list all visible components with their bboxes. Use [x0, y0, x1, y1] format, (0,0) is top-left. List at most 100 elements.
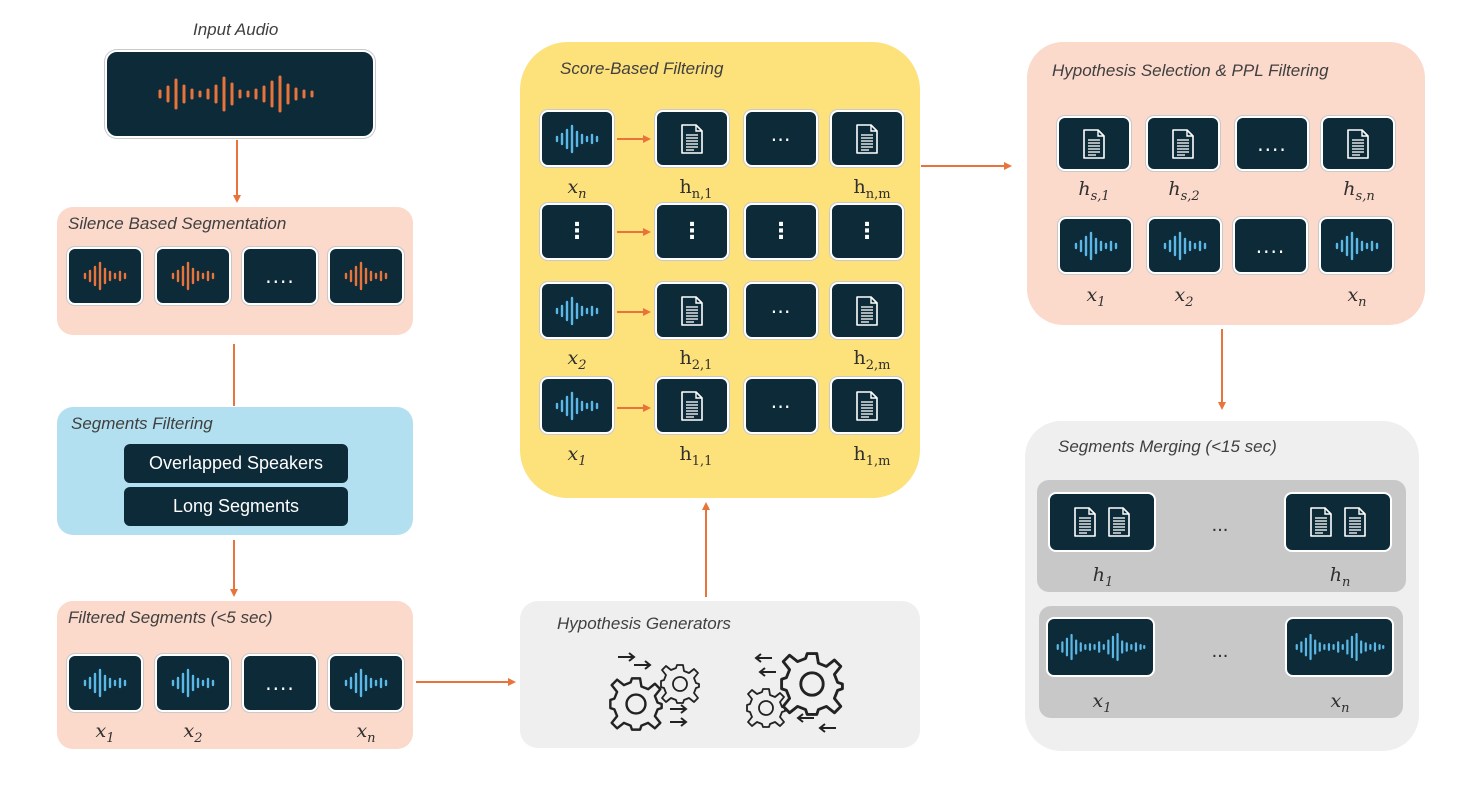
waveform-icon	[155, 74, 325, 114]
filter-long-segments: Long Segments	[124, 487, 348, 526]
input-audio-title: Input Audio	[193, 20, 279, 39]
merged-audio-tile	[1046, 617, 1155, 677]
document-icon	[855, 124, 879, 154]
waveform-icon	[1162, 231, 1208, 261]
selected-hypothesis-tile	[1057, 116, 1131, 171]
vertical-ellipsis-tile: ⋮	[744, 203, 818, 260]
ellipsis-icon: ....	[265, 264, 295, 288]
audio-label: x2	[1174, 284, 1194, 310]
ellipsis-icon: ...	[1211, 640, 1229, 662]
ellipsis-icon: ....	[1257, 131, 1287, 156]
filtered-segment-tile	[67, 654, 143, 712]
hypothesis-label: hn,1	[679, 176, 713, 202]
audio-tile-xn	[540, 110, 614, 167]
hypothesis-tile	[655, 110, 729, 167]
hypothesis-label: h2,m	[853, 347, 891, 373]
input-audio-waveform	[105, 50, 375, 138]
selected-audio-tile	[1319, 217, 1394, 274]
hypothesis-gap-tile: ⋯	[744, 282, 818, 339]
waveform-icon	[82, 261, 128, 291]
waveform-icon	[170, 668, 216, 698]
ellipsis-icon: ...	[1211, 514, 1229, 536]
filtered-gap-tile: ....	[242, 654, 318, 712]
hypothesis-tile	[830, 110, 904, 167]
vertical-ellipsis-icon: ⋮	[681, 218, 703, 244]
selected-hypothesis-tile	[1321, 116, 1395, 171]
waveform-icon	[343, 261, 389, 291]
hypothesis-tile	[655, 282, 729, 339]
ellipsis-icon: ⋯	[770, 393, 792, 418]
segment-label: x2	[183, 720, 203, 746]
ellipsis-icon: ⋯	[770, 298, 792, 323]
hypothesis-label: h1	[1092, 564, 1114, 590]
audio-label: x1	[1092, 690, 1112, 716]
segments-filtering-title: Segments Filtering	[71, 414, 213, 433]
hypothesis-tile	[830, 377, 904, 434]
vertical-ellipsis-tile: ⋮	[540, 203, 614, 260]
audio-tile-x1	[540, 377, 614, 434]
segment-tile	[67, 247, 143, 305]
document-icon	[1309, 507, 1333, 537]
hypothesis-label: hs,2	[1168, 178, 1200, 204]
hypothesis-selection-title: Hypothesis Selection & PPL Filtering	[1052, 61, 1329, 80]
document-icon	[1343, 507, 1367, 537]
waveform-icon	[554, 391, 600, 421]
filtered-segments-title: Filtered Segments (<5 sec)	[68, 608, 273, 627]
segment-tile	[328, 247, 404, 305]
hypothesis-label: h1,1	[679, 443, 713, 469]
document-icon	[680, 124, 704, 154]
document-icon	[1107, 507, 1131, 537]
document-icon	[680, 296, 704, 326]
hypothesis-gap-tile: ⋯	[744, 377, 818, 434]
merged-hypothesis-tile	[1284, 492, 1392, 552]
hypothesis-selection-panel	[1027, 42, 1425, 325]
hypothesis-gap-tile: ⋯	[744, 110, 818, 167]
filter-overlapped-speakers: Overlapped Speakers	[124, 444, 348, 483]
document-icon	[1082, 129, 1106, 159]
gears-arrows-out-icon	[746, 652, 844, 733]
filtered-segment-tile	[155, 654, 231, 712]
audio-label: xn	[567, 176, 587, 202]
waveform-icon	[1055, 633, 1147, 661]
document-icon	[1073, 507, 1097, 537]
vertical-ellipsis-icon: ⋮	[566, 218, 588, 244]
document-icon	[1346, 129, 1370, 159]
selected-audio-tile	[1058, 217, 1133, 274]
segment-label: xn	[356, 720, 376, 746]
selected-gap-tile: ....	[1235, 116, 1309, 171]
document-icon	[1171, 129, 1195, 159]
waveform-icon	[554, 124, 600, 154]
hypothesis-label: hs,n	[1343, 178, 1375, 204]
selected-hypothesis-tile	[1146, 116, 1220, 171]
hypothesis-label: h1,m	[853, 443, 891, 469]
waveform-icon	[343, 668, 389, 698]
hypothesis-tile	[655, 377, 729, 434]
waveform-icon	[82, 668, 128, 698]
audio-label: x1	[567, 443, 587, 469]
segment-gap-tile: ....	[242, 247, 318, 305]
ellipsis-icon: ....	[1255, 233, 1286, 258]
audio-label: x1	[1086, 284, 1106, 310]
document-icon	[855, 296, 879, 326]
hypothesis-generators-panel	[520, 601, 920, 748]
filtered-segment-tile	[328, 654, 404, 712]
audio-label: xn	[1347, 284, 1367, 310]
audio-label: x2	[567, 347, 587, 373]
hypothesis-label: hs,1	[1078, 178, 1110, 204]
merged-hypothesis-tile	[1048, 492, 1156, 552]
document-icon	[855, 391, 879, 421]
audio-tile-x2	[540, 282, 614, 339]
segments-merging-title: Segments Merging (<15 sec)	[1058, 437, 1277, 456]
vertical-ellipsis-tile: ⋮	[830, 203, 904, 260]
waveform-icon	[170, 261, 216, 291]
gears-arrows-in-icon	[609, 652, 700, 731]
score-filtering-title: Score-Based Filtering	[560, 59, 724, 78]
hypothesis-label: hn,m	[853, 176, 891, 202]
waveform-icon	[1334, 231, 1380, 261]
ellipsis-icon: ....	[265, 671, 295, 695]
hypothesis-label: hn	[1329, 564, 1351, 590]
waveform-icon	[1073, 231, 1119, 261]
selected-gap-tile: ....	[1233, 217, 1308, 274]
vertical-ellipsis-icon: ⋮	[770, 218, 792, 244]
hypothesis-generators-title: Hypothesis Generators	[557, 614, 731, 633]
